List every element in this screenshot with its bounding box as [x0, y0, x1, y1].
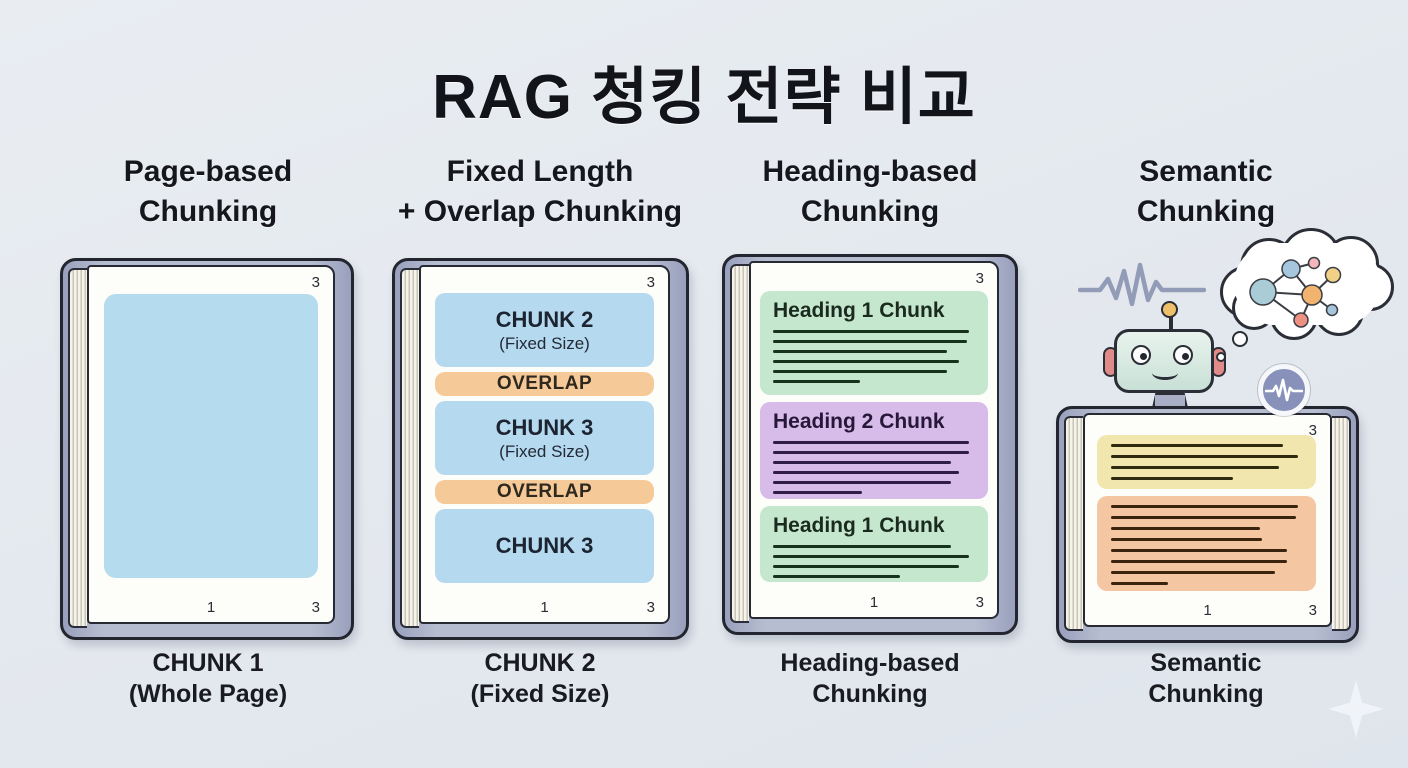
page-number: 3 [975, 594, 984, 611]
chunk-semantic-1 [1097, 435, 1316, 489]
page-number: 3 [646, 599, 655, 616]
chunk-sublabel: (Fixed Size) [499, 441, 590, 461]
chunk-label: CHUNK 3 [495, 533, 594, 558]
waveform-badge-icon [1258, 364, 1310, 416]
robot-antenna [1169, 317, 1173, 331]
chunk-fixed-size-3b: CHUNK 3 [435, 509, 654, 583]
book-page: 3 1 3 [1083, 413, 1332, 627]
text-lines [773, 330, 975, 383]
column-heading-semantic: Semantic Chunking [1136, 155, 1276, 228]
book-fixed-overlap: 3 CHUNK 2 (Fixed Size) OVERLAP CHUNK 3 (… [392, 258, 689, 640]
waveform-icon [1078, 262, 1206, 307]
chunk-overlap-band-1: OVERLAP [435, 372, 654, 396]
chunk-fixed-size-3: CHUNK 3 (Fixed Size) [435, 401, 654, 475]
robot-antenna-ball [1161, 301, 1178, 318]
chunk-overlap-band-2: OVERLAP [435, 480, 654, 504]
chunk-heading-1b: Heading 1 Chunk [760, 506, 988, 582]
page-number: 1 [869, 594, 879, 611]
chunk-sublabel: (Fixed Size) [499, 333, 590, 353]
chunk-heading-1: Heading 1 Chunk [760, 291, 988, 395]
column-heading-page-based: Page-based Chunking [123, 155, 293, 228]
column-heading-fixed-overlap: Fixed Length + Overlap Chunking [397, 155, 683, 228]
chunk-stack: Heading 1 Chunk Heading 2 Chunk Heading … [760, 291, 988, 582]
page-number: 3 [646, 274, 655, 291]
book-page-based: 3 1 3 [60, 258, 354, 640]
thought-bubble-small [1216, 352, 1226, 362]
chunk-stack [1097, 435, 1316, 591]
chunk-semantic-2 [1097, 496, 1316, 591]
robot-icon [1114, 329, 1214, 393]
semantic-network-icon [1249, 256, 1342, 328]
chunk-whole-page [104, 294, 318, 578]
caption-fixed-overlap: CHUNK 2 (Fixed Size) [470, 649, 610, 708]
robot-eye-left [1131, 345, 1151, 365]
page-number: 3 [311, 599, 320, 616]
chunk-label: Heading 1 Chunk [773, 514, 945, 537]
text-lines [1111, 444, 1302, 480]
page-number: 1 [206, 599, 216, 616]
text-lines [1111, 505, 1302, 585]
caption-heading-based: Heading-based Chunking [780, 649, 960, 708]
robot-pupil [1182, 353, 1189, 360]
page-number: 3 [311, 274, 320, 291]
text-lines [773, 441, 975, 494]
chunk-label: OVERLAP [496, 481, 593, 502]
page-number: 3 [1308, 422, 1317, 439]
chunk-heading-2: Heading 2 Chunk [760, 402, 988, 499]
chunk-label: Heading 1 Chunk [773, 299, 945, 322]
thought-cloud-icon [1218, 228, 1398, 350]
book-page: 3 CHUNK 2 (Fixed Size) OVERLAP CHUNK 3 (… [419, 265, 670, 624]
caption-semantic: Semantic Chunking [1148, 649, 1264, 708]
chunk-label: CHUNK 3 [495, 414, 594, 440]
chunk-label: CHUNK 2 [495, 306, 594, 332]
chunk-fixed-size-2: CHUNK 2 (Fixed Size) [435, 293, 654, 367]
page-number: 3 [975, 270, 984, 287]
page-number: 1 [540, 599, 549, 616]
caption-page-based: CHUNK 1 (Whole Page) [128, 649, 288, 708]
book-page: 3 Heading 1 Chunk Heading 2 Chunk Headin… [749, 261, 999, 619]
text-lines [773, 545, 975, 578]
book-semantic: 3 1 3 [1056, 406, 1359, 643]
chunk-label: Heading 2 Chunk [773, 410, 945, 433]
column-heading-heading-based: Heading-based Chunking [762, 155, 978, 228]
robot-eye-right [1173, 345, 1193, 365]
page-title: RAG 청킹 전략 비교 [432, 63, 976, 132]
chunk-stack: CHUNK 2 (Fixed Size) OVERLAP CHUNK 3 (Fi… [435, 293, 654, 583]
book-page: 3 1 3 [87, 265, 335, 624]
book-heading-based: 3 Heading 1 Chunk Heading 2 Chunk Headin… [722, 254, 1018, 635]
robot-pupil [1140, 353, 1147, 360]
page-number: 3 [1308, 602, 1317, 619]
chunk-label: OVERLAP [496, 373, 593, 394]
page-number: 1 [1203, 602, 1212, 619]
thought-bubble-medium [1232, 331, 1248, 347]
robot-smile [1152, 366, 1178, 380]
